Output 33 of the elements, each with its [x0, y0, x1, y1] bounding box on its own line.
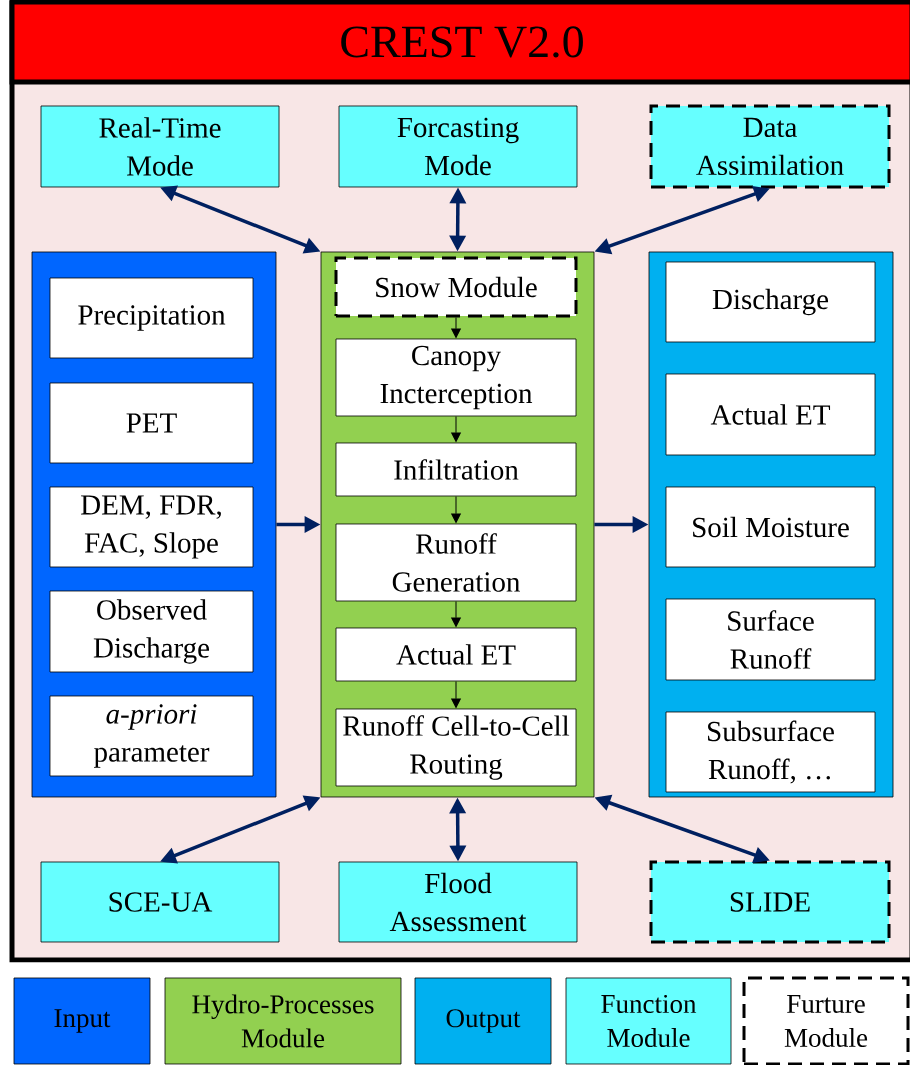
arrow [451, 415, 461, 442]
arrow [451, 680, 461, 708]
function-box: SCE-UA [40, 861, 280, 943]
title-band: CREST V2.0 [9, 0, 910, 85]
legend-item: Function Module [565, 977, 732, 1065]
function-box: Flood Assessment [338, 861, 578, 943]
arrow [451, 495, 461, 523]
legend-item: Hydro-Processes Module [164, 977, 402, 1065]
process-box: Runoff Cell-to-Cell Routing [335, 708, 577, 787]
output-box: Actual ET [665, 373, 876, 456]
arrow [451, 600, 461, 627]
input-box: Observed Discharge [49, 590, 254, 673]
legend-item: Input [13, 977, 151, 1065]
process-box: Actual ET [335, 627, 577, 682]
legend-item: Output [414, 977, 552, 1065]
input-box: PET [49, 382, 254, 464]
function-box: Data Assimilation [649, 104, 891, 189]
output-box: Subsurface Runoff, … [665, 711, 876, 793]
function-box: Forcasting Mode [338, 105, 578, 188]
output-box: Soil Moisture [665, 486, 876, 568]
function-box: SLIDE [649, 860, 891, 944]
legend-item: Furture Module [742, 976, 910, 1065]
output-box: Discharge [665, 261, 876, 343]
process-box: Infiltration [335, 442, 577, 497]
input-box: DEM, FDR, FAC, Slope [49, 486, 254, 568]
function-box: Real-Time Mode [40, 105, 280, 188]
output-box: Surface Runoff [665, 598, 876, 681]
input-box: Precipitation [49, 277, 254, 359]
arrow [451, 317, 461, 338]
process-box: Canopy Incterception [335, 338, 577, 417]
input-box: a-priori parameter [49, 695, 254, 777]
process-box: Runoff Generation [335, 523, 577, 602]
process-box: Snow Module [334, 256, 578, 318]
